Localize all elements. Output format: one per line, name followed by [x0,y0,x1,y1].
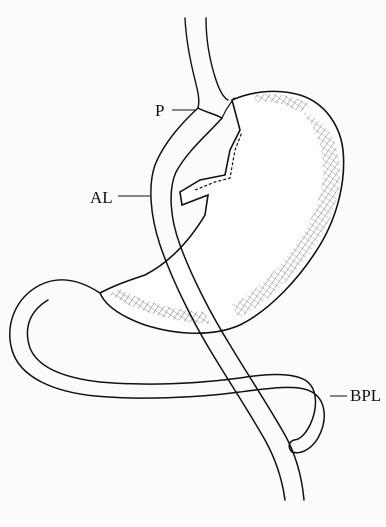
stomach-remnant [40,91,344,333]
esophagus [185,18,228,108]
label-alimentary-limb: AL [90,189,113,206]
label-biliopancreatic-limb: BPL [350,387,381,404]
label-pouch: P [155,102,164,119]
